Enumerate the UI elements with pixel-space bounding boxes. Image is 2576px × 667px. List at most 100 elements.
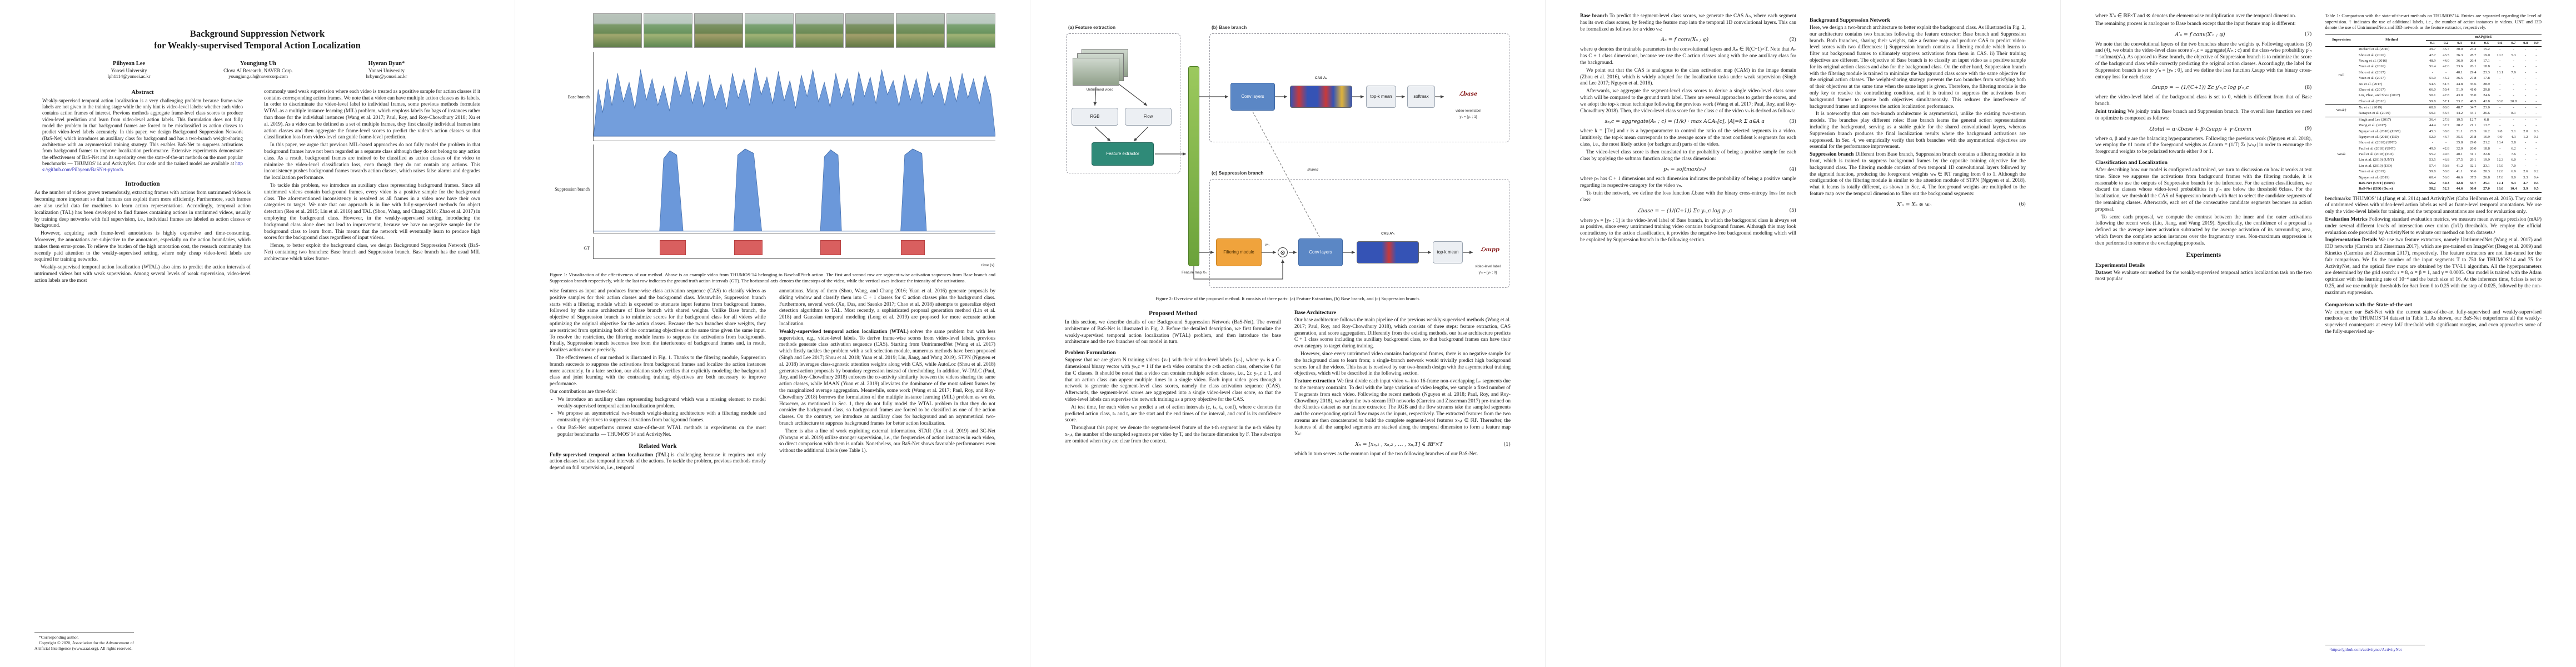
bsn-paragraph-2: It is noteworthy that our two-branch arc… — [1810, 111, 2026, 150]
table-cell: 26.0 — [2469, 146, 2477, 151]
table-cell: 60.4 — [2429, 175, 2436, 180]
table-cell: 66.0 — [2429, 87, 2436, 92]
table-cell: - — [2525, 59, 2527, 63]
table-cell: 42.8 — [2483, 99, 2490, 103]
table-cell: - — [2535, 59, 2537, 63]
figure2-part-b-label: (b) Base branch — [1212, 24, 1247, 30]
table-cell: 35.7 — [2439, 46, 2453, 53]
abstract-text: Weakly-supervised temporal action locali… — [34, 98, 251, 173]
intro-paragraph-7: The effectiveness of our method is illus… — [550, 355, 766, 387]
author-name: Pilhyeon Lee — [113, 60, 146, 67]
intro-paragraph-4: In this paper, we argue that previous MI… — [264, 142, 480, 181]
table-cell: 46.6 — [2456, 175, 2463, 180]
table-cell: 12.7 — [2466, 116, 2480, 123]
related-runin-weak: Weakly-supervised temporal action locali… — [779, 328, 909, 335]
figure2-part-a-label: (a) Feature extraction — [1068, 24, 1116, 30]
table-cell: - — [2535, 99, 2537, 103]
video-frame — [593, 13, 642, 48]
gt-interval — [734, 240, 763, 256]
equation-4: pₙ = softmax(sₙ)(4) — [1663, 166, 1796, 173]
table-cell: 19.0 — [2483, 53, 2490, 57]
contributions-lead: Our contributions are three-fold: — [550, 389, 617, 395]
table-cell: - — [2525, 99, 2527, 103]
table-cell: Method — [2358, 33, 2426, 47]
table-cell: - — [2513, 59, 2514, 63]
base-branch-runin: Base branch — [1580, 13, 1608, 19]
table-cell: 44.8 — [2456, 82, 2463, 86]
table-cell: 0.5 — [2530, 186, 2542, 193]
problem-formulation-2: At test time, for each video we predict … — [1065, 404, 1281, 424]
author-block: Hyeran Byun* Yonsei University hrbyun@yo… — [366, 61, 407, 79]
code-link[interactable]: https://github.com/Pilhyeon/BaSNet-pytor… — [42, 160, 243, 173]
table-cell: - — [2499, 93, 2501, 98]
table-cell: 3.3 — [2523, 175, 2528, 180]
table-cell: 59.8 — [2429, 170, 2436, 174]
video-frame-strip — [593, 13, 995, 48]
flow-stream-box: Flow — [1125, 108, 1172, 126]
table-cell: 0.6 — [2493, 40, 2507, 47]
subsection-comparison-sota: Comparison with the State-of-the-art — [2325, 301, 2413, 308]
evaluation-metrics-runin: Evaluation Metrics — [2325, 217, 2368, 223]
multiply-icon: ⊗ — [1278, 247, 1288, 257]
feature-extraction-cont: which in turn serves as the common input… — [1294, 451, 1478, 457]
table-cell: 6.9 — [2511, 170, 2516, 174]
table-cell: 47.8 — [2443, 93, 2449, 98]
table-cell: 44.6 — [2453, 186, 2467, 193]
subsection-experimental-details: Experimental Details — [2095, 262, 2145, 268]
method-overview: In this section, we describe details of … — [1065, 320, 1281, 345]
base-architecture-1: Our base architecture follows the main p… — [1294, 317, 1511, 350]
table-cell: 34.7 — [2466, 104, 2480, 111]
author-email: lph1114@yonsei.ac.kr — [107, 73, 151, 79]
suppression-video-label-value: y′ₙ = [yₙ ; 0] — [1478, 271, 1497, 275]
footnote-activitynet-link[interactable]: ¹https://github.com/activitynet/Activity… — [2329, 647, 2402, 653]
shared-weights-label: shared — [1296, 168, 1329, 172]
equation-6: X′ₙ = Xₙ ⊗ wₙ(6) — [1897, 201, 2026, 208]
implementation-details-text: We use two feature extractors, namely Un… — [2325, 237, 2542, 296]
table-cell: 28.7 — [2469, 53, 2477, 57]
table-cell: Chao et al. (2018) — [2359, 99, 2386, 103]
equation-8: ℒsupp = − (1/(C+1)) Σc y′ₙ,c log p′ₙ,c(8… — [2151, 84, 2312, 91]
implementation-details-runin: Implementation Details — [2325, 237, 2378, 243]
table-cell: - — [2535, 70, 2537, 74]
related-runin-full: Fully-supervised temporal action localiz… — [550, 452, 670, 458]
suppression-branch-runin: Suppression branch — [1810, 152, 1854, 158]
problem-formulation-3: Throughout this paper, we denote the seg… — [1065, 425, 1281, 444]
table-cell: 7.0 — [2511, 163, 2516, 168]
table-cell: Singh and Lee (2017) — [2358, 116, 2426, 123]
table-cell: - — [2535, 158, 2537, 162]
table-cell: - — [2535, 111, 2537, 116]
base-branch-where-1: where φ denotes the trainable parameters… — [1580, 47, 1796, 66]
table-cell: 47.7 — [2429, 53, 2436, 57]
table-cell: Paul et al. (2018) (I3D) — [2359, 152, 2394, 156]
table-cell: - — [2535, 152, 2537, 156]
table-cell: - — [2525, 82, 2527, 86]
author-block: Pilhyeon Lee Yonsei University lph1114@y… — [108, 61, 151, 79]
table-cell: 29.4 — [2469, 70, 2477, 74]
table-cell: Narayan et al. (2019) — [2359, 111, 2390, 116]
base-branch-where-3: where pₙ has C + 1 dimensions and each d… — [1580, 176, 1796, 189]
suppression-cas-label: CAS A′ₙ — [1381, 232, 1394, 236]
intro-paragraph-6: Hence, to better exploit the background … — [264, 243, 480, 262]
table-cell: 51.9 — [2456, 87, 2463, 92]
table-cell: Liu et al. (2019) (I3D) — [2359, 163, 2393, 168]
table-cell: 19.9 — [2483, 158, 2490, 162]
table-cell: Yuan et al. (2017) — [2359, 76, 2385, 81]
feature-extractor-box: Feature extractor — [1092, 142, 1154, 166]
table-cell: - — [2535, 64, 2537, 69]
table-cell: 18.8 — [2483, 64, 2490, 69]
suppression-share-weights: We note that the convolutional layers of… — [2095, 41, 2312, 80]
table-cell: 20.3 — [2483, 170, 2490, 174]
paper-title-line1: Background Suppression Network — [190, 28, 325, 39]
table-cell: Wang et al. (2017) — [2359, 123, 2386, 128]
base-video-label-text: video-level label — [1456, 109, 1481, 113]
